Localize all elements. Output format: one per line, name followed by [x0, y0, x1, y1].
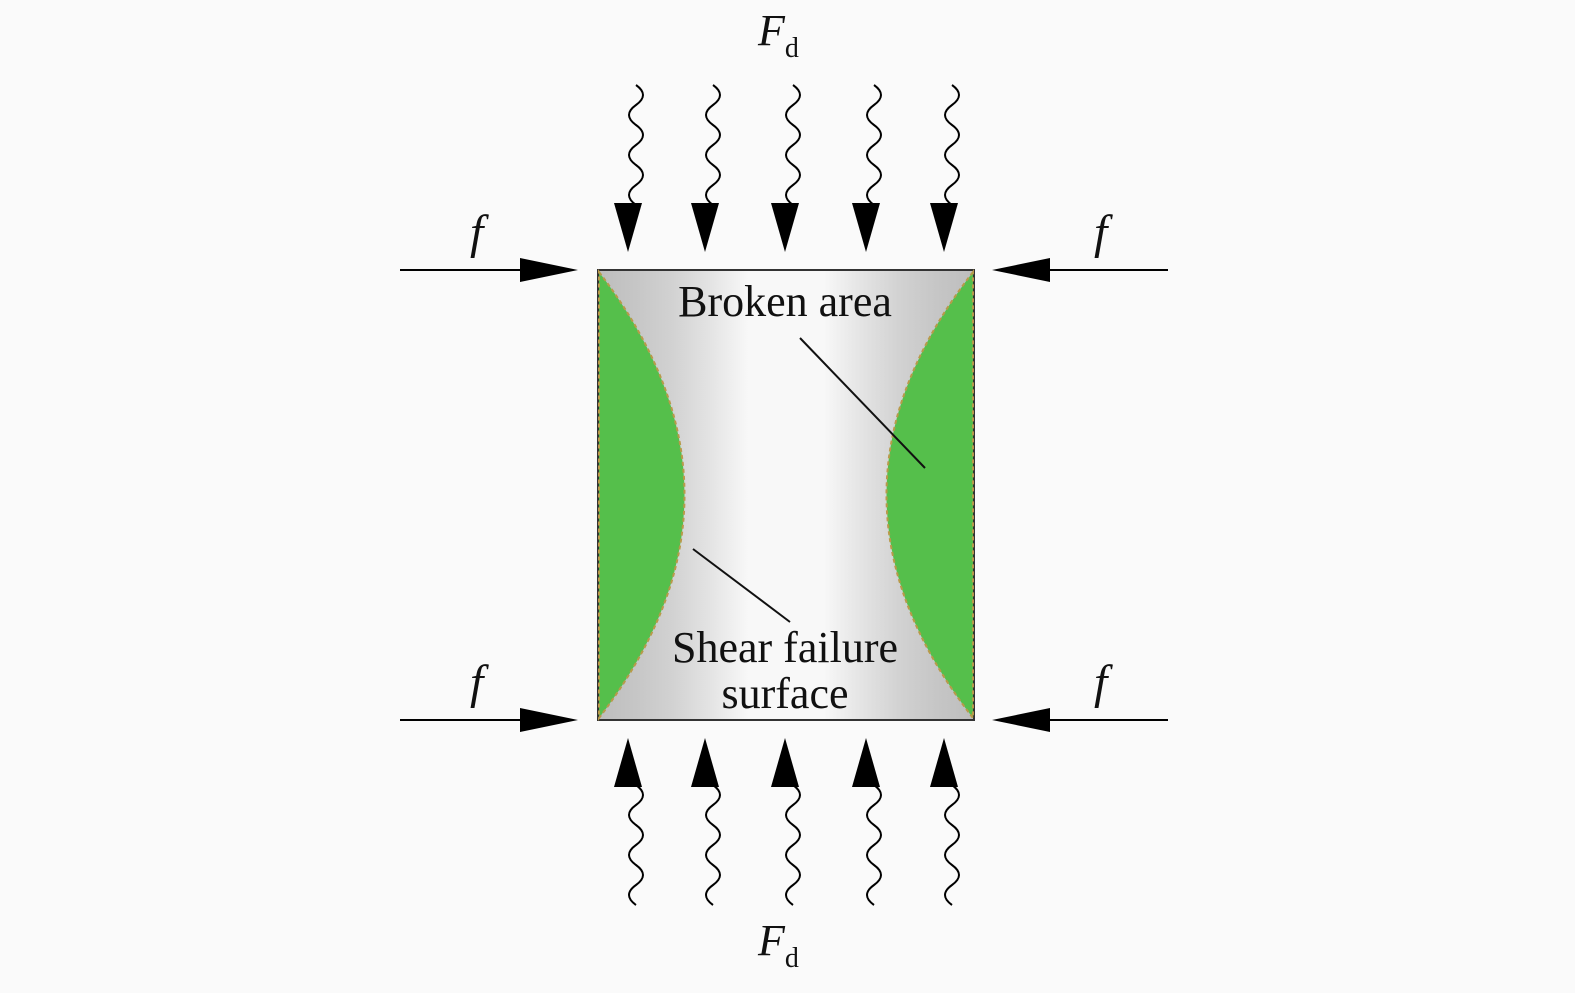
arrowhead-right-icon	[520, 708, 578, 732]
wavy-stress-line-top	[628, 84, 644, 206]
broken-area-left	[598, 269, 686, 721]
arrowhead-down-icon	[930, 203, 958, 252]
wavy-stress-line-bottom	[705, 784, 721, 906]
arrowhead-down-icon	[771, 203, 799, 252]
broken-area-right	[885, 269, 974, 721]
arrowhead-left-icon	[992, 708, 1050, 732]
wavy-stress-line-bottom	[785, 784, 801, 906]
arrowhead-right-icon	[520, 258, 578, 282]
shear-surface-leader	[692, 548, 791, 623]
bottom-force-label: Fd	[757, 916, 799, 974]
wavy-stress-line-top	[705, 84, 721, 206]
arrowhead-left-icon	[992, 258, 1050, 282]
arrowhead-up-icon	[614, 738, 642, 787]
arrowhead-up-icon	[852, 738, 880, 787]
friction-label-bottom-left: f	[470, 656, 489, 709]
shear-failure-label-line1: Shear failure	[672, 623, 898, 672]
arrowhead-down-icon	[614, 203, 642, 252]
wavy-stress-line-top	[944, 84, 960, 206]
friction-label-top-right: f	[1094, 206, 1113, 259]
arrowhead-down-icon	[852, 203, 880, 252]
arrowhead-up-icon	[930, 738, 958, 787]
arrowhead-up-icon	[691, 738, 719, 787]
wavy-stress-line-bottom	[944, 784, 960, 906]
wavy-stress-line-bottom	[866, 784, 882, 906]
broken-area-label: Broken area	[678, 277, 892, 326]
friction-label-bottom-right: f	[1094, 656, 1113, 709]
friction-label-top-left: f	[470, 206, 489, 259]
wavy-stress-line-top	[785, 84, 801, 206]
arrowhead-up-icon	[771, 738, 799, 787]
arrowhead-down-icon	[691, 203, 719, 252]
wavy-stress-line-top	[866, 84, 882, 206]
shear-failure-label-line2: surface	[721, 669, 848, 718]
wavy-stress-line-bottom	[628, 784, 644, 906]
broken-area-leader	[799, 337, 926, 469]
top-force-label: Fd	[757, 6, 799, 64]
